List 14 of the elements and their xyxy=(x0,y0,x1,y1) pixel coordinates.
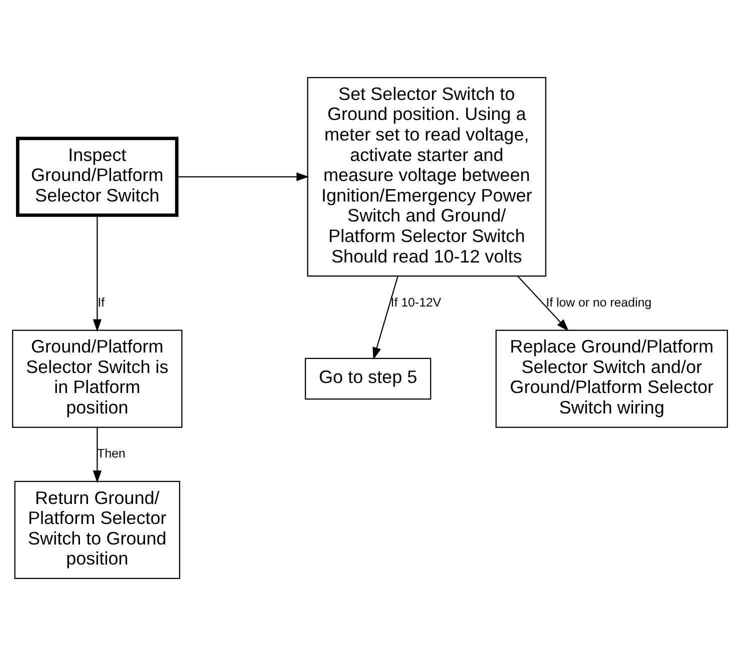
node-box: Set Selector Switch to Ground position. Using a meter set to read voltage, activate starter and measure voltage between Ignition/Emergency Power Switch and Ground/ Platform Selector Switch Should read 10-12 volts xyxy=(307,76,546,276)
edge-label: If xyxy=(98,294,105,309)
edge-label: If 10-12V xyxy=(390,294,442,309)
arrow xyxy=(372,276,398,360)
node-box: Ground/Platform Selector Switch is in Platform position xyxy=(12,329,182,428)
node-box: Go to step 5 xyxy=(304,357,432,400)
edge-label: If low or no reading xyxy=(546,294,652,309)
arrow xyxy=(517,275,569,331)
arrow xyxy=(92,215,102,332)
node-box: Replace Ground/Platform Selector Switch and/or Ground/Platform Selector Switch wiring xyxy=(496,329,728,428)
arrow xyxy=(92,426,102,482)
arrow xyxy=(177,172,309,181)
node-box: Inspect Ground/Platform Selector Switch xyxy=(16,136,178,216)
node-box: Return Ground/ Platform Selector Switch to Ground position xyxy=(14,480,180,579)
